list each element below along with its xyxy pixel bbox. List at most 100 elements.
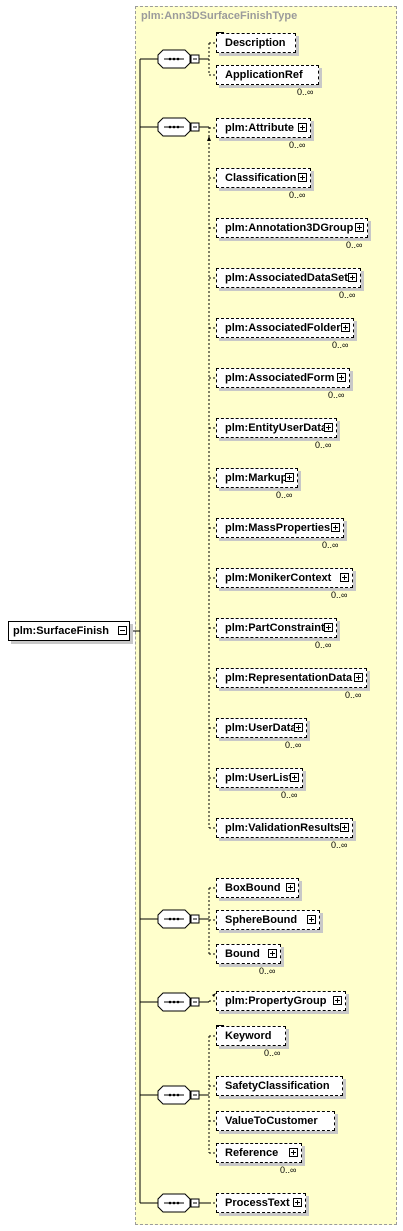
type-name: plm:Ann3DSurfaceFinishType — [141, 10, 298, 22]
cardinality-label: 0..∞ — [285, 740, 302, 750]
cardinality-label: 0..∞ — [289, 140, 306, 150]
element-label: plm:AssociatedDataSet — [225, 272, 348, 284]
expand-icon[interactable] — [293, 1198, 302, 1207]
expand-icon[interactable] — [341, 323, 350, 332]
element-label: plm:UserData — [225, 722, 297, 734]
expand-icon[interactable] — [340, 823, 349, 832]
element-label: plm:MassProperties — [225, 522, 331, 534]
element-description[interactable]: Description — [216, 32, 296, 53]
expand-icon[interactable] — [324, 423, 333, 432]
element-representationdata[interactable]: plm:RepresentationData — [216, 668, 367, 688]
type-container — [135, 6, 397, 1225]
root-element-label: plm:SurfaceFinish — [13, 625, 109, 637]
element-label: plm:AssociatedForm — [225, 372, 335, 384]
element-monikercontext[interactable]: plm:MonikerContext — [216, 568, 353, 588]
element-userdata[interactable]: plm:UserData — [216, 718, 307, 738]
element-partconstraints[interactable]: plm:PartConstraints — [216, 618, 337, 638]
element-keyword[interactable]: Keyword — [216, 1025, 286, 1046]
element-annotation3dgroup[interactable]: plm:Annotation3DGroup — [216, 218, 368, 238]
element-label: plm:Markup — [225, 472, 288, 484]
expand-icon[interactable] — [348, 273, 357, 282]
expand-icon[interactable] — [355, 223, 364, 232]
element-associateddataset[interactable]: plm:AssociatedDataSet — [216, 268, 361, 288]
expand-icon[interactable] — [289, 1148, 298, 1157]
element-label: SafetyClassification — [225, 1080, 330, 1092]
element-label: plm:ValidationResults — [225, 822, 340, 834]
expand-icon[interactable] — [354, 673, 363, 682]
root-element[interactable]: plm:SurfaceFinish — [8, 621, 130, 641]
expand-icon[interactable] — [333, 996, 342, 1005]
expand-icon[interactable] — [337, 373, 346, 382]
element-reference[interactable]: Reference — [216, 1143, 302, 1163]
element-label: Classification — [225, 172, 297, 184]
element-label: Reference — [225, 1147, 279, 1159]
element-associatedfolder[interactable]: plm:AssociatedFolder — [216, 318, 354, 338]
element-processtext[interactable]: ProcessText — [216, 1193, 306, 1213]
expand-icon[interactable] — [340, 573, 349, 582]
cardinality-label: 0..∞ — [289, 190, 306, 200]
element-validationresults[interactable]: plm:ValidationResults — [216, 818, 353, 838]
element-label: plm:PropertyGroup — [225, 995, 327, 1007]
cardinality-label: 0..∞ — [280, 1165, 297, 1175]
element-userlist[interactable]: plm:UserList — [216, 768, 303, 788]
cardinality-label: 0..∞ — [331, 840, 348, 850]
expand-icon[interactable] — [290, 773, 299, 782]
cardinality-label: 0..∞ — [315, 640, 332, 650]
element-attribute[interactable]: plm:Attribute — [216, 118, 311, 138]
cardinality-label: 0..∞ — [332, 340, 349, 350]
cardinality-label: 0..∞ — [328, 390, 345, 400]
element-associatedform[interactable]: plm:AssociatedForm — [216, 368, 350, 388]
cardinality-label: 0..∞ — [259, 966, 276, 976]
element-valuetocustomer[interactable]: ValueToCustomer — [216, 1111, 335, 1131]
expand-icon[interactable] — [285, 473, 294, 482]
element-propertygroup[interactable]: plm:PropertyGroup — [216, 991, 346, 1011]
expand-icon[interactable] — [268, 949, 277, 958]
element-boxbound[interactable]: BoxBound — [216, 878, 299, 898]
cardinality-label: 0..∞ — [346, 240, 363, 250]
element-spherebound[interactable]: SphereBound — [216, 910, 320, 930]
cardinality-label: 0..∞ — [281, 790, 298, 800]
element-label: Description — [225, 37, 286, 49]
element-label: BoxBound — [225, 882, 281, 894]
element-label: plm:AssociatedFolder — [225, 322, 341, 334]
element-entityuserdata[interactable]: plm:EntityUserData — [216, 418, 337, 438]
expand-icon[interactable] — [331, 523, 340, 532]
element-label: Bound — [225, 948, 260, 960]
element-label: plm:EntityUserData — [225, 422, 328, 434]
element-label: ProcessText — [225, 1197, 290, 1209]
cardinality-label: 0..∞ — [331, 590, 348, 600]
element-label: Keyword — [225, 1030, 272, 1042]
element-bound[interactable]: Bound — [216, 944, 281, 964]
element-applicationref[interactable]: ApplicationRef — [216, 65, 319, 85]
element-label: plm:MonikerContext — [225, 572, 332, 584]
element-label: SphereBound — [225, 914, 298, 926]
cardinality-label: 0..∞ — [339, 290, 356, 300]
element-massproperties[interactable]: plm:MassProperties — [216, 518, 344, 538]
cardinality-label: 0..∞ — [264, 1048, 281, 1058]
element-markup[interactable]: plm:Markup — [216, 468, 298, 488]
cardinality-label: 0..∞ — [322, 540, 339, 550]
documentation-icon — [216, 1025, 224, 1031]
cardinality-label: 0..∞ — [276, 490, 293, 500]
element-label: ApplicationRef — [225, 69, 303, 81]
expand-icon[interactable] — [307, 915, 316, 924]
expand-icon[interactable] — [324, 623, 333, 632]
element-safetyclassification[interactable]: SafetyClassification — [216, 1076, 343, 1096]
expand-icon[interactable] — [298, 173, 307, 182]
element-label: plm:Attribute — [225, 122, 295, 134]
element-label: ValueToCustomer — [225, 1115, 318, 1127]
documentation-icon — [216, 32, 224, 38]
collapse-icon[interactable] — [118, 626, 127, 635]
expand-icon[interactable] — [298, 123, 307, 132]
element-classification[interactable]: Classification — [216, 168, 311, 188]
cardinality-label: 0..∞ — [315, 440, 332, 450]
expand-icon[interactable] — [286, 883, 295, 892]
cardinality-label: 0..∞ — [297, 87, 314, 97]
element-label: plm:UserList — [225, 772, 293, 784]
element-label: plm:PartConstraints — [225, 622, 331, 634]
element-label: plm:RepresentationData — [225, 672, 353, 684]
expand-icon[interactable] — [294, 723, 303, 732]
element-label: plm:Annotation3DGroup — [225, 222, 354, 234]
